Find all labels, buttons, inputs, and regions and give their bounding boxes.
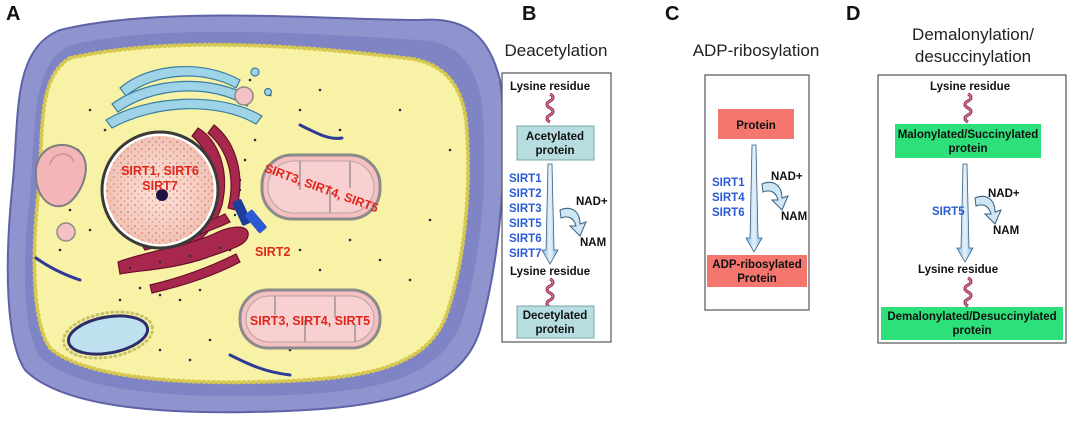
b-cofactor-label: NAD+ <box>576 196 608 208</box>
b-enzyme-1: SIRT2 <box>509 188 542 200</box>
panel-c-title: ADP-ribosylation <box>693 41 820 60</box>
panel-letter-b: B <box>522 3 536 25</box>
c-cofactor-curved-arrow <box>761 181 789 211</box>
b-enzyme-0: SIRT1 <box>509 173 542 185</box>
panel-d-frame <box>877 74 1067 344</box>
c-substrate-label: Protein <box>736 120 776 132</box>
nucleus-sirt-label-line1: SIRT1, SIRT6 <box>121 164 199 178</box>
c-enzyme-list: SIRT1 SIRT4 SIRT6 <box>712 177 745 219</box>
b-enzyme-5: SIRT7 <box>509 248 542 260</box>
d-cofactor-label: NAD+ <box>988 188 1020 200</box>
nucleus-sirt-label-line2: SIRT7 <box>142 179 177 193</box>
panel-b-frame <box>501 72 612 343</box>
d-byproduct-label: NAM <box>993 225 1019 237</box>
b-top-lysine-label: Lysine residue <box>510 81 590 93</box>
b-product-box <box>516 305 595 339</box>
b-substrate-box <box>516 125 595 161</box>
vesicle <box>234 86 254 106</box>
b-substrate-line2: protein <box>536 145 575 157</box>
d-product-line1: Demalonylated/Desuccinylated <box>887 311 1056 323</box>
left-organelle <box>34 143 87 208</box>
b-reaction-arrow <box>541 163 559 265</box>
d-product-line2: protein <box>953 325 992 337</box>
mito-bottom-sirt-label: SIRT3, SIRT4, SIRT5 <box>250 314 370 328</box>
d-substrate-line1: Malonylated/Succinylated <box>898 129 1039 141</box>
vesicle <box>56 222 76 242</box>
d-enzyme-label: SIRT5 <box>932 206 965 218</box>
panel-letter-d: D <box>846 3 860 25</box>
d-cofactor-curved-arrow <box>974 195 1002 225</box>
vacuole <box>66 314 150 356</box>
d-bottom-lysine-label: Lysine residue <box>918 264 998 276</box>
c-enzyme-2: SIRT6 <box>712 207 745 219</box>
nucleolus <box>156 189 168 201</box>
b-bottom-lysine-label: Lysine residue <box>510 266 590 278</box>
cytoplasm-sirt2-label: SIRT2 <box>255 245 290 259</box>
b-cofactor-curved-arrow <box>559 207 587 237</box>
panel-d-title-line2: desuccinylation <box>915 47 1031 66</box>
c-cofactor-label: NAD+ <box>771 171 803 183</box>
d-substrate-box <box>895 124 1041 158</box>
panel-letter-c: C <box>665 3 679 25</box>
b-enzyme-list: SIRT1 SIRT2 SIRT3 SIRT5 SIRT6 SIRT7 <box>509 173 542 260</box>
d-substrate-line2: protein <box>949 143 988 155</box>
cell-illustration: SIRT1, SIRT6 SIRT7 SIRT2 SIRT3, SIRT4, S… <box>6 14 505 414</box>
b-product-line2: protein <box>536 324 575 336</box>
centrosome <box>232 199 267 233</box>
b-product-line1: Decetylated <box>523 310 588 322</box>
c-enzyme-0: SIRT1 <box>712 177 745 189</box>
c-product-box <box>707 255 807 287</box>
c-substrate-box <box>718 109 794 139</box>
c-product-line1: ADP-ribosylated <box>712 259 801 271</box>
b-enzyme-2: SIRT3 <box>509 203 542 215</box>
panel-letter-a: A <box>6 3 20 25</box>
d-reaction-arrow <box>956 163 974 263</box>
panel-d-title-line1: Demalonylation/ <box>912 25 1034 44</box>
panel-b-title: Deacetylation <box>504 41 607 60</box>
d-top-lysine-label: Lysine residue <box>930 81 1010 93</box>
d-product-box <box>881 307 1063 340</box>
b-enzyme-3: SIRT5 <box>509 218 542 230</box>
mitochondrion-bottom <box>238 288 382 350</box>
nucleus <box>100 130 220 250</box>
mitochondrion-top <box>260 153 382 221</box>
c-reaction-arrow <box>745 144 763 253</box>
c-product-line2: Protein <box>737 273 777 285</box>
c-enzyme-1: SIRT4 <box>712 192 745 204</box>
b-substrate-line1: Acetylated <box>526 131 584 143</box>
b-byproduct-label: NAM <box>580 237 606 249</box>
c-byproduct-label: NAM <box>781 211 807 223</box>
b-enzyme-4: SIRT6 <box>509 233 542 245</box>
